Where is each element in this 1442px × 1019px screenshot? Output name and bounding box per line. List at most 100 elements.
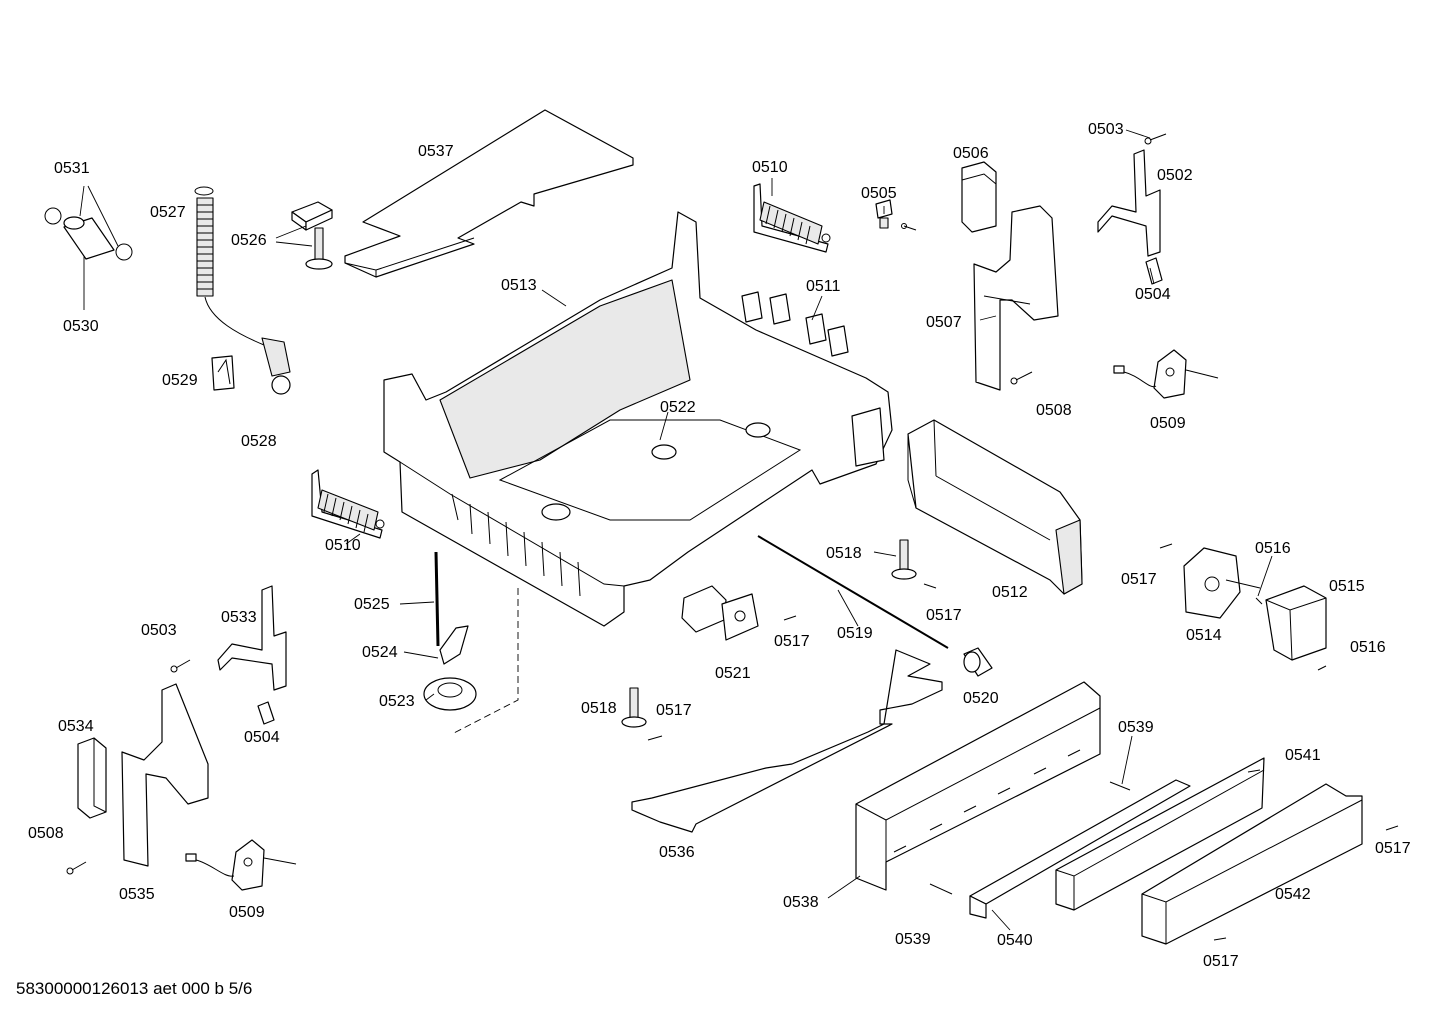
label-0539-a: 0539	[1118, 719, 1154, 736]
label-0520: 0520	[963, 690, 999, 707]
label-0516-b: 0516	[1350, 639, 1386, 656]
label-0517-a: 0517	[926, 607, 962, 624]
part-0542-plinth	[1141, 783, 1363, 945]
label-0521: 0521	[715, 665, 751, 682]
label-0539-b: 0539	[895, 931, 931, 948]
part-0518-screw-b	[621, 687, 647, 728]
label-0509-left: 0509	[229, 904, 265, 921]
part-0531-clamps	[44, 207, 133, 261]
label-0522: 0522	[660, 399, 696, 416]
part-0537-cover-plate	[344, 109, 634, 278]
label-0503-left: 0503	[141, 622, 177, 639]
part-0517-screw-f	[1213, 937, 1227, 941]
part-0510-spring-top	[753, 183, 831, 253]
label-0506: 0506	[953, 145, 989, 162]
part-0513-base-tub	[383, 211, 893, 627]
label-0504-left: 0504	[244, 729, 280, 746]
part-0541-trim	[1055, 757, 1265, 911]
label-0527: 0527	[150, 204, 186, 221]
part-0539-screw-a	[1109, 781, 1131, 791]
label-0523: 0523	[379, 693, 415, 710]
label-0535: 0535	[119, 886, 155, 903]
part-0540-bar	[969, 779, 1191, 919]
part-0510-spring-left	[311, 469, 385, 539]
part-0529-clip	[211, 355, 235, 391]
label-0511: 0511	[806, 278, 841, 295]
label-0526: 0526	[231, 232, 267, 249]
part-0515-cover	[1265, 585, 1327, 661]
part-0525-shaft	[434, 551, 440, 647]
part-0538-panel	[855, 681, 1101, 891]
label-0524: 0524	[362, 644, 398, 661]
part-0524-arm	[439, 625, 469, 665]
part-0514-housing	[1183, 547, 1241, 619]
part-0502-bracket	[1097, 149, 1161, 257]
part-0518-screw-a	[891, 539, 917, 580]
part-0530-tube	[63, 216, 115, 260]
label-0513: 0513	[501, 277, 537, 294]
label-0519: 0519	[837, 625, 873, 642]
label-0510-left: 0510	[325, 537, 361, 554]
part-0508-screw-right	[1010, 371, 1033, 385]
part-0509-lock-left	[185, 839, 297, 891]
label-0538: 0538	[783, 894, 819, 911]
label-0517-b: 0517	[774, 633, 810, 650]
part-0512-control-unit	[907, 419, 1083, 595]
part-0523-rotor	[423, 677, 477, 711]
part-0535-bracket	[121, 683, 209, 867]
label-0528: 0528	[241, 433, 277, 450]
part-0506-bracket	[961, 161, 997, 233]
part-0503-screw-left	[170, 659, 191, 673]
label-0517-c: 0517	[1121, 571, 1157, 588]
label-0505: 0505	[861, 185, 897, 202]
part-0517-screw-b	[783, 615, 797, 621]
part-labels: 0537 0531 0527 0526 0530 0513 0510 0505 …	[28, 121, 1411, 970]
part-0509-lock-right	[1113, 349, 1219, 399]
label-0504-top: 0504	[1135, 286, 1171, 303]
part-0519-rod	[757, 535, 949, 649]
label-0517-f: 0517	[1203, 953, 1239, 970]
label-0502: 0502	[1157, 167, 1193, 184]
label-0514: 0514	[1186, 627, 1222, 644]
label-0537: 0537	[418, 143, 454, 160]
label-0542: 0542	[1275, 886, 1311, 903]
part-0539-screw-b	[929, 883, 953, 895]
document-code: 58300000126013 aet 000 b 5/6	[16, 979, 253, 998]
part-0508-screw-left	[66, 861, 87, 875]
label-0516-a: 0516	[1255, 540, 1291, 557]
part-0526-switch	[291, 201, 333, 270]
exploded-parts-diagram: 0537 0531 0527 0526 0530 0513 0510 0505 …	[28, 109, 1411, 970]
part-0520-knob	[963, 647, 993, 677]
label-0540: 0540	[997, 932, 1033, 949]
part-0533-bracket	[217, 585, 287, 691]
part-0516-screw-a	[1255, 597, 1263, 605]
label-0541: 0541	[1285, 747, 1321, 764]
part-0503-screw-top	[1144, 133, 1167, 145]
label-0508-left: 0508	[28, 825, 64, 842]
label-0517-d: 0517	[656, 702, 692, 719]
part-0507-mount-bracket	[973, 205, 1059, 391]
part-0534-panel	[77, 737, 107, 819]
label-0510-top: 0510	[752, 159, 788, 176]
part-0517-screw-e	[1385, 825, 1399, 831]
label-0508-right: 0508	[1036, 402, 1072, 419]
label-0533: 0533	[221, 609, 257, 626]
label-0509-right: 0509	[1150, 415, 1186, 432]
part-0516-screw-b	[1317, 665, 1327, 671]
part-0517-screw-c	[1159, 543, 1173, 549]
label-0512: 0512	[992, 584, 1028, 601]
assembly-guide-line	[451, 588, 519, 735]
label-0518-b: 0518	[581, 700, 617, 717]
label-0536: 0536	[659, 844, 695, 861]
part-0543-screw	[901, 223, 917, 231]
part-0536-plate	[631, 649, 943, 833]
label-0517-e: 0517	[1375, 840, 1411, 857]
part-0527-spring-hose	[194, 186, 265, 346]
part-0504-clip-top	[1145, 257, 1163, 285]
label-0529: 0529	[162, 372, 198, 389]
label-0530: 0530	[63, 318, 99, 335]
part-0521-valve	[681, 585, 759, 641]
label-0525: 0525	[354, 596, 390, 613]
part-0528-hose-end	[261, 337, 291, 395]
part-0504-clip-left	[257, 701, 275, 725]
